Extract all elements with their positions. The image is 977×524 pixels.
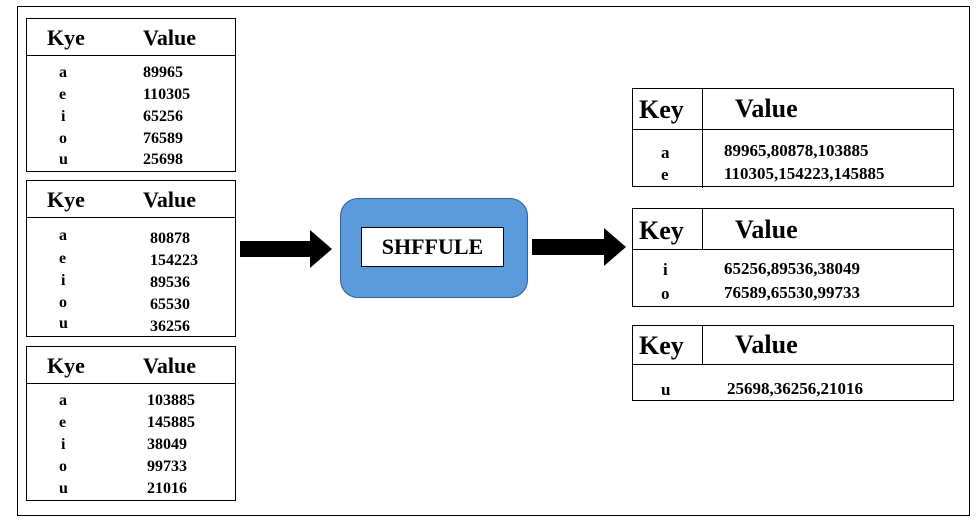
value-cell: 110305,154223,145885: [724, 164, 885, 183]
value-cell: 89965,80878,103885: [724, 141, 869, 160]
key-header: Kye: [47, 25, 85, 50]
input-table-1: Kye Value a e i o u 89965 110305 65256 7…: [26, 18, 236, 172]
value-cell: 65530: [150, 296, 190, 313]
key-header: Kye: [47, 353, 85, 378]
value-header: Value: [143, 353, 196, 378]
key-cell: u: [59, 315, 68, 332]
key-cell: u: [661, 380, 671, 399]
value-cell: 21016: [147, 480, 187, 497]
output-table-2: Key Value i o 65256,89536,38049 76589,65…: [632, 208, 954, 307]
key-cell: i: [663, 260, 668, 279]
input-table-3: Kye Value a e i o u 103885 145885 38049 …: [26, 346, 236, 501]
key-cell: a: [59, 227, 67, 244]
value-cell: 36256: [150, 318, 190, 335]
key-cell: i: [61, 108, 66, 125]
key-cell: u: [59, 151, 68, 168]
key-cell: e: [59, 250, 67, 267]
key-cell: i: [61, 436, 66, 453]
value-cell: 38049: [147, 436, 187, 453]
shuffle-process-box: SHFFULE: [340, 198, 528, 298]
value-cell: 99733: [147, 458, 187, 475]
output-table-1: Key Value a e 89965,80878,103885 110305,…: [632, 88, 954, 188]
value-cell: 65256,89536,38049: [724, 259, 860, 278]
value-cell: 110305: [143, 86, 191, 103]
key-header: Kye: [47, 187, 85, 212]
key-cell: i: [61, 272, 66, 289]
key-header: Key: [639, 216, 684, 245]
key-cell: a: [59, 64, 67, 81]
key-cell: o: [59, 294, 67, 311]
value-header: Value: [143, 25, 196, 50]
key-cell: e: [59, 86, 67, 103]
key-cell: u: [59, 480, 68, 497]
value-cell: 76589,65530,99733: [724, 283, 860, 302]
key-cell: a: [661, 143, 670, 162]
value-header: Value: [143, 187, 196, 212]
value-cell: 25698: [143, 151, 183, 168]
value-cell: 154223: [150, 252, 198, 269]
key-cell: o: [59, 458, 67, 475]
diagram-frame: [17, 6, 970, 516]
value-cell: 89536: [150, 274, 190, 291]
key-cell: o: [661, 284, 670, 303]
arrow-right-icon: [240, 230, 332, 268]
value-cell: 103885: [147, 392, 195, 409]
output-table-3: Key Value u 25698,36256,21016: [632, 325, 954, 401]
value-cell: 65256: [143, 108, 183, 125]
value-cell: 76589: [143, 130, 183, 147]
value-cell: 145885: [147, 414, 195, 431]
arrow-right-icon: [532, 228, 626, 266]
value-header: Value: [735, 215, 798, 244]
value-cell: 89965: [143, 64, 183, 81]
key-cell: o: [59, 130, 67, 147]
key-cell: e: [59, 414, 67, 431]
key-header: Key: [639, 331, 684, 360]
input-table-2: Kye Value a e i o u 80878 154223 89536 6…: [26, 180, 236, 337]
key-header: Key: [639, 95, 684, 124]
value-cell: 25698,36256,21016: [727, 379, 863, 398]
value-cell: 80878: [150, 230, 190, 247]
value-header: Value: [735, 94, 798, 123]
value-header: Value: [735, 330, 798, 359]
key-cell: e: [661, 165, 669, 184]
key-cell: a: [59, 392, 67, 409]
shuffle-label: SHFFULE: [361, 227, 504, 267]
